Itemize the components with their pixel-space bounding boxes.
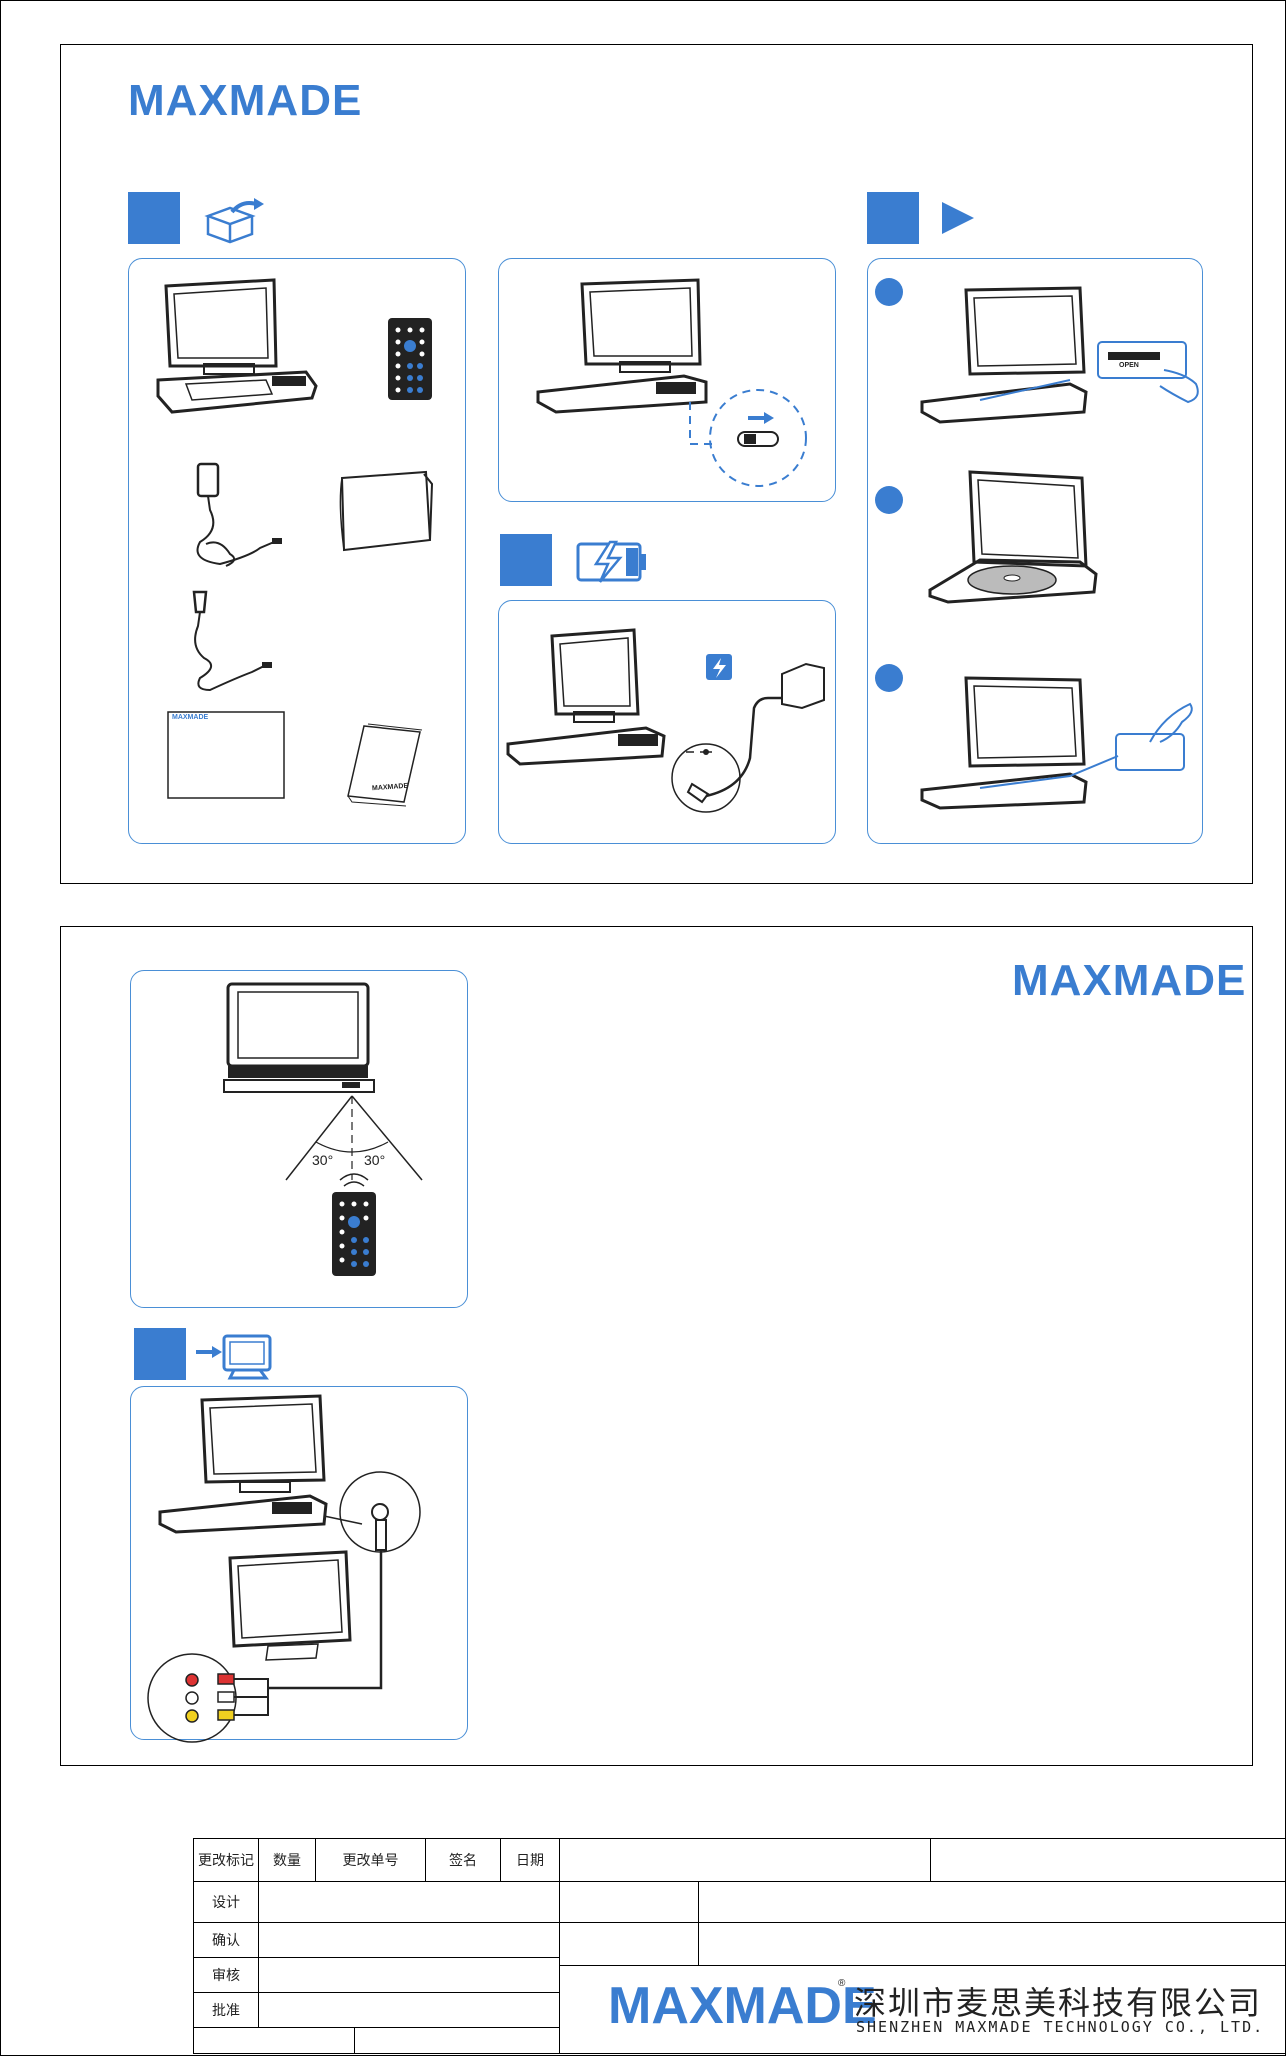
bottom-cell-1 xyxy=(193,2027,355,2054)
mid-cell-right-2 xyxy=(698,1922,1286,1966)
power-switch-panel xyxy=(498,258,836,502)
sheet-remote-tv xyxy=(60,926,1253,1766)
company-name-chinese: 深圳市麦思美科技有限公司 xyxy=(854,1984,1263,2022)
open-button-label: OPEN xyxy=(1119,362,1139,369)
tv-connection-illustration xyxy=(147,1394,421,1743)
insert-disc-illustration xyxy=(928,470,1098,604)
remote-control-signal-illustration xyxy=(332,1173,376,1276)
angle-right-label: 30° xyxy=(364,1152,386,1168)
step-3-marker xyxy=(875,664,903,692)
row-review-value xyxy=(258,1957,560,1993)
row-approve-value xyxy=(258,1992,560,2028)
remote-control-illustration xyxy=(388,318,432,400)
charging-panel xyxy=(498,600,836,844)
row-confirm-value xyxy=(258,1922,560,1958)
row-approve: 批准 xyxy=(193,1992,259,2028)
mid-cell-right-1 xyxy=(698,1881,1286,1923)
brand-logo-page2: MAXMADE xyxy=(1012,956,1247,1005)
sheet-quick-start xyxy=(60,44,1253,884)
battery-charge-icon xyxy=(576,540,646,583)
blank-cell-top-2 xyxy=(930,1838,1286,1882)
header-signature: 签名 xyxy=(425,1838,501,1882)
package-contents-panel xyxy=(128,258,466,844)
carry-bag-illustration xyxy=(339,470,434,552)
dvd-player-illustration xyxy=(156,278,318,414)
header-quantity: 数量 xyxy=(258,1838,316,1882)
warranty-booklet-illustration xyxy=(347,723,423,807)
header-date: 日期 xyxy=(500,1838,560,1882)
close-tray-illustration xyxy=(920,676,1193,810)
dvd-player-switch-illustration xyxy=(536,278,807,487)
header-change-mark: 更改标记 xyxy=(193,1838,259,1882)
car-charger-illustration xyxy=(192,590,272,692)
remote-angle-diagram xyxy=(285,1095,423,1181)
title-block: 更改标记 数量 更改单号 签名 日期 设计 确认 审核 批准 xyxy=(193,1838,1286,2054)
open-box-icon xyxy=(204,198,264,244)
angle-left-label: 30° xyxy=(312,1152,334,1168)
bottom-cell-2 xyxy=(354,2027,560,2054)
manual-sheet-logo: MAXMADE xyxy=(172,714,209,721)
header-change-no: 更改单号 xyxy=(315,1838,426,1882)
brand-logo: MAXMADE xyxy=(128,76,363,125)
step-1-marker xyxy=(875,278,903,306)
section-marker-charge xyxy=(500,534,552,586)
remote-range-panel xyxy=(130,970,468,1308)
row-confirm: 确认 xyxy=(193,1922,259,1958)
mid-cell-left-1 xyxy=(559,1881,699,1923)
manual-sheet-illustration xyxy=(167,711,285,799)
open-tray-illustration xyxy=(920,286,1199,424)
player-front-illustration xyxy=(223,982,375,1093)
section-marker-tv xyxy=(134,1328,186,1380)
section-marker-play xyxy=(867,192,919,244)
row-design-value xyxy=(258,1881,560,1923)
disc-loading-panel xyxy=(867,258,1203,844)
blank-cell-top-1 xyxy=(559,1838,931,1882)
row-design: 设计 xyxy=(193,1881,259,1923)
ac-adapter-illustration xyxy=(196,462,282,567)
section-marker-unbox xyxy=(128,192,180,244)
tv-connection-panel xyxy=(130,1386,468,1740)
mid-cell-left-2 xyxy=(559,1922,699,1966)
row-review: 审核 xyxy=(193,1957,259,1993)
tv-connect-icon xyxy=(196,1334,272,1380)
dvd-player-charging-illustration xyxy=(506,628,825,813)
registered-mark: ® xyxy=(838,1978,846,1989)
play-icon xyxy=(942,202,974,234)
step-2-marker xyxy=(875,486,903,514)
company-logo: MAXMADE xyxy=(608,1977,877,2035)
company-name-english: SHENZHEN MAXMADE TECHNOLOGY CO., LTD. xyxy=(856,2018,1265,2036)
